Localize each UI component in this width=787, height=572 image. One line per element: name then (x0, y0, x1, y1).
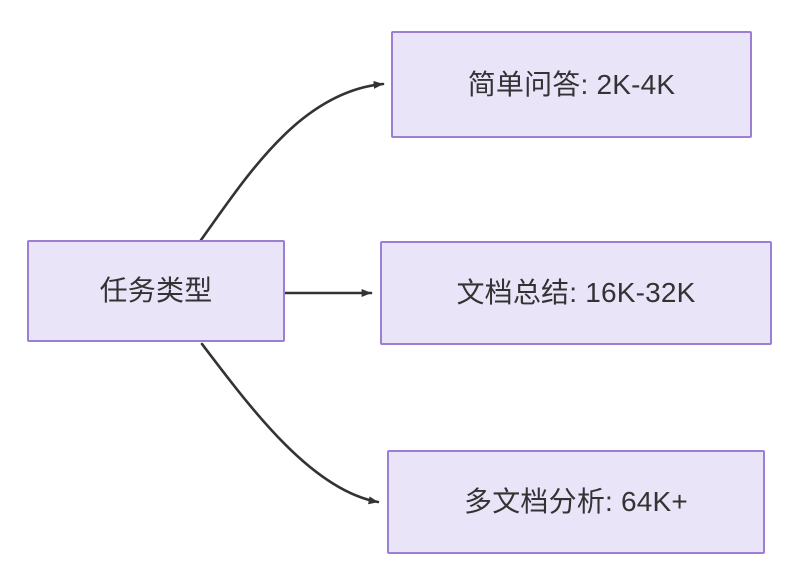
node-multi-doc-label: 多文档分析: 64K+ (464, 486, 688, 518)
node-doc-summary[interactable]: 文档总结: 16K-32K (380, 241, 772, 345)
edge-task-type-to-multi-doc (200, 342, 380, 505)
node-simple-qa-label: 简单问答: 2K-4K (467, 68, 676, 100)
node-multi-doc[interactable]: 多文档分析: 64K+ (387, 450, 765, 554)
node-task-type[interactable]: 任务类型 (27, 240, 285, 342)
node-simple-qa[interactable]: 简单问答: 2K-4K (391, 31, 752, 138)
node-task-type-label: 任务类型 (99, 275, 213, 307)
node-doc-summary-label: 文档总结: 16K-32K (456, 277, 696, 309)
edge-task-type-to-simple-qa (199, 80, 385, 242)
